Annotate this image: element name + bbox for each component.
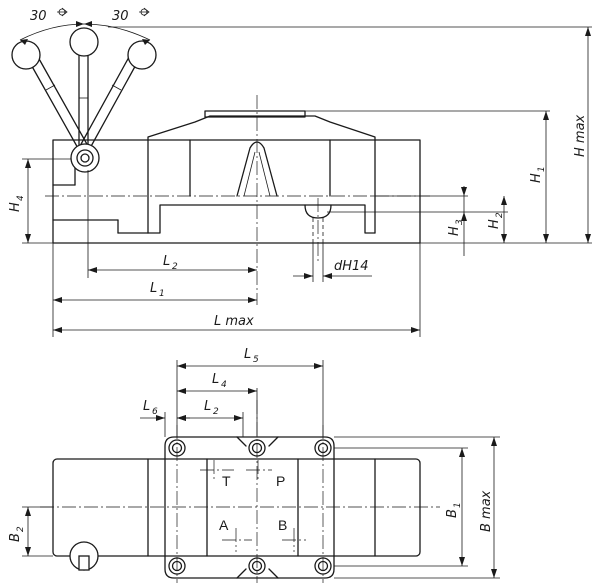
l4-subscript: 4: [221, 380, 227, 390]
l2-bottom-label: L: [204, 399, 211, 414]
plan-view: T P A B L 5 L 4 L 2 L: [8, 347, 500, 583]
l2-top-label: L: [163, 254, 170, 269]
b1-subscript: 1: [453, 502, 463, 508]
h2-label: H: [487, 219, 502, 229]
h1-label: H: [529, 173, 544, 183]
l5-label: L: [244, 347, 251, 362]
handle-levers: [11, 27, 157, 173]
angle-left-label: 30: [30, 9, 47, 24]
l4-label: L: [212, 372, 219, 387]
degree-mark-left-icon: [57, 7, 68, 17]
port-a-label: A: [219, 517, 229, 533]
plan-body-outline: [52, 458, 421, 557]
l1-label: L: [150, 281, 157, 296]
port-t-label: T: [222, 473, 231, 489]
l1-subscript: 1: [159, 289, 165, 299]
port-b-label: B: [278, 517, 287, 533]
h4-subscript: 4: [16, 195, 26, 201]
l2-bottom-subscript: 2: [213, 407, 219, 417]
knob-center-icon: [69, 27, 99, 57]
h3-subscript: 3: [455, 219, 465, 225]
l6-subscript: 6: [152, 407, 158, 417]
port-p-label: P: [276, 473, 285, 489]
front-view: 30 30 H max H 1 H 2 H 3: [8, 7, 592, 337]
b2-label: B: [8, 533, 23, 542]
knob-right-icon: [127, 40, 157, 70]
knob-left-icon: [11, 40, 41, 70]
base-plate: [164, 436, 335, 579]
h4-label: H: [8, 202, 23, 212]
l6-label: L: [143, 399, 150, 414]
l5-subscript: 5: [253, 355, 259, 365]
b1-label: B: [445, 509, 460, 518]
dh14-label: dH14: [334, 259, 369, 274]
angle-right-label: 30: [112, 9, 129, 24]
degree-mark-right-icon: [139, 7, 150, 17]
mounting-hole: [304, 204, 332, 219]
h1-subscript: 1: [537, 166, 547, 172]
pivot-icon: [70, 143, 100, 173]
l2-top-subscript: 2: [172, 262, 178, 272]
b-max-label: B max: [479, 490, 494, 532]
b2-subscript: 2: [16, 526, 26, 532]
h2-subscript: 2: [495, 212, 505, 218]
h-max-label: H max: [573, 114, 588, 157]
l-max-label: L max: [214, 314, 254, 329]
h3-label: H: [447, 226, 462, 236]
